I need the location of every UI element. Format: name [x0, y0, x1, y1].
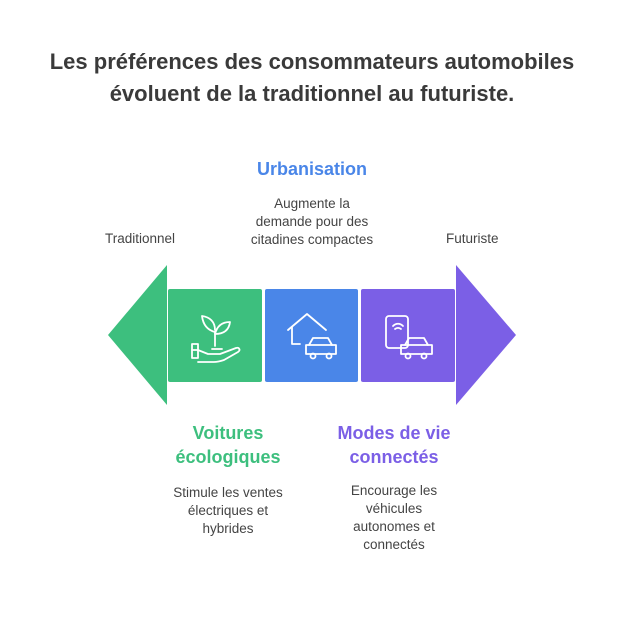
- description-line: demande pour des: [255, 214, 369, 229]
- stage-eco-description: Stimule les ventes électriques et hybrid…: [128, 484, 328, 538]
- stage-connected-heading: Modes de vie connectés: [294, 421, 494, 469]
- stage-urbanisation-heading: Urbanisation: [212, 157, 412, 181]
- heading-line: écologiques: [175, 447, 281, 467]
- title-line-1: Les préférences des consommateurs automo…: [49, 49, 575, 74]
- left-arrow-head: [108, 265, 167, 405]
- stage-eco-heading: Voitures écologiques: [128, 421, 328, 469]
- right-end-label: Futuriste: [446, 231, 499, 246]
- description-line: Augmente la: [274, 196, 350, 211]
- right-arrow-head: [456, 265, 516, 405]
- description-line: Encourage les: [350, 483, 438, 498]
- description-line: électriques et: [187, 503, 269, 518]
- heading-line: Urbanisation: [256, 159, 367, 179]
- title-line-2: évoluent de la traditionnel au futuriste…: [109, 81, 515, 106]
- description-line: citadines compactes: [250, 232, 374, 247]
- heading-line: connectés: [349, 447, 439, 467]
- description-line: hybrides: [202, 521, 254, 536]
- description-line: autonomes et: [353, 519, 435, 534]
- stage-connected-description: Encourage les véhicules autonomes et con…: [294, 482, 494, 554]
- description-line: véhicules: [365, 501, 423, 516]
- house-car-icon: [287, 313, 337, 360]
- description-line: connectés: [363, 537, 425, 552]
- stage-urbanisation-block: [265, 289, 358, 382]
- eco-hand-plant-icon: [191, 315, 241, 363]
- diagram-title: Les préférences des consommateurs automo…: [0, 46, 624, 110]
- left-end-label: Traditionnel: [105, 231, 176, 246]
- heading-line: Voitures: [192, 423, 264, 443]
- phone-car-icon: [385, 315, 433, 360]
- heading-line: Modes de vie: [337, 423, 451, 443]
- description-line: Stimule les ventes: [173, 485, 283, 500]
- stage-urbanisation-description: Augmente la demande pour des citadines c…: [212, 195, 412, 249]
